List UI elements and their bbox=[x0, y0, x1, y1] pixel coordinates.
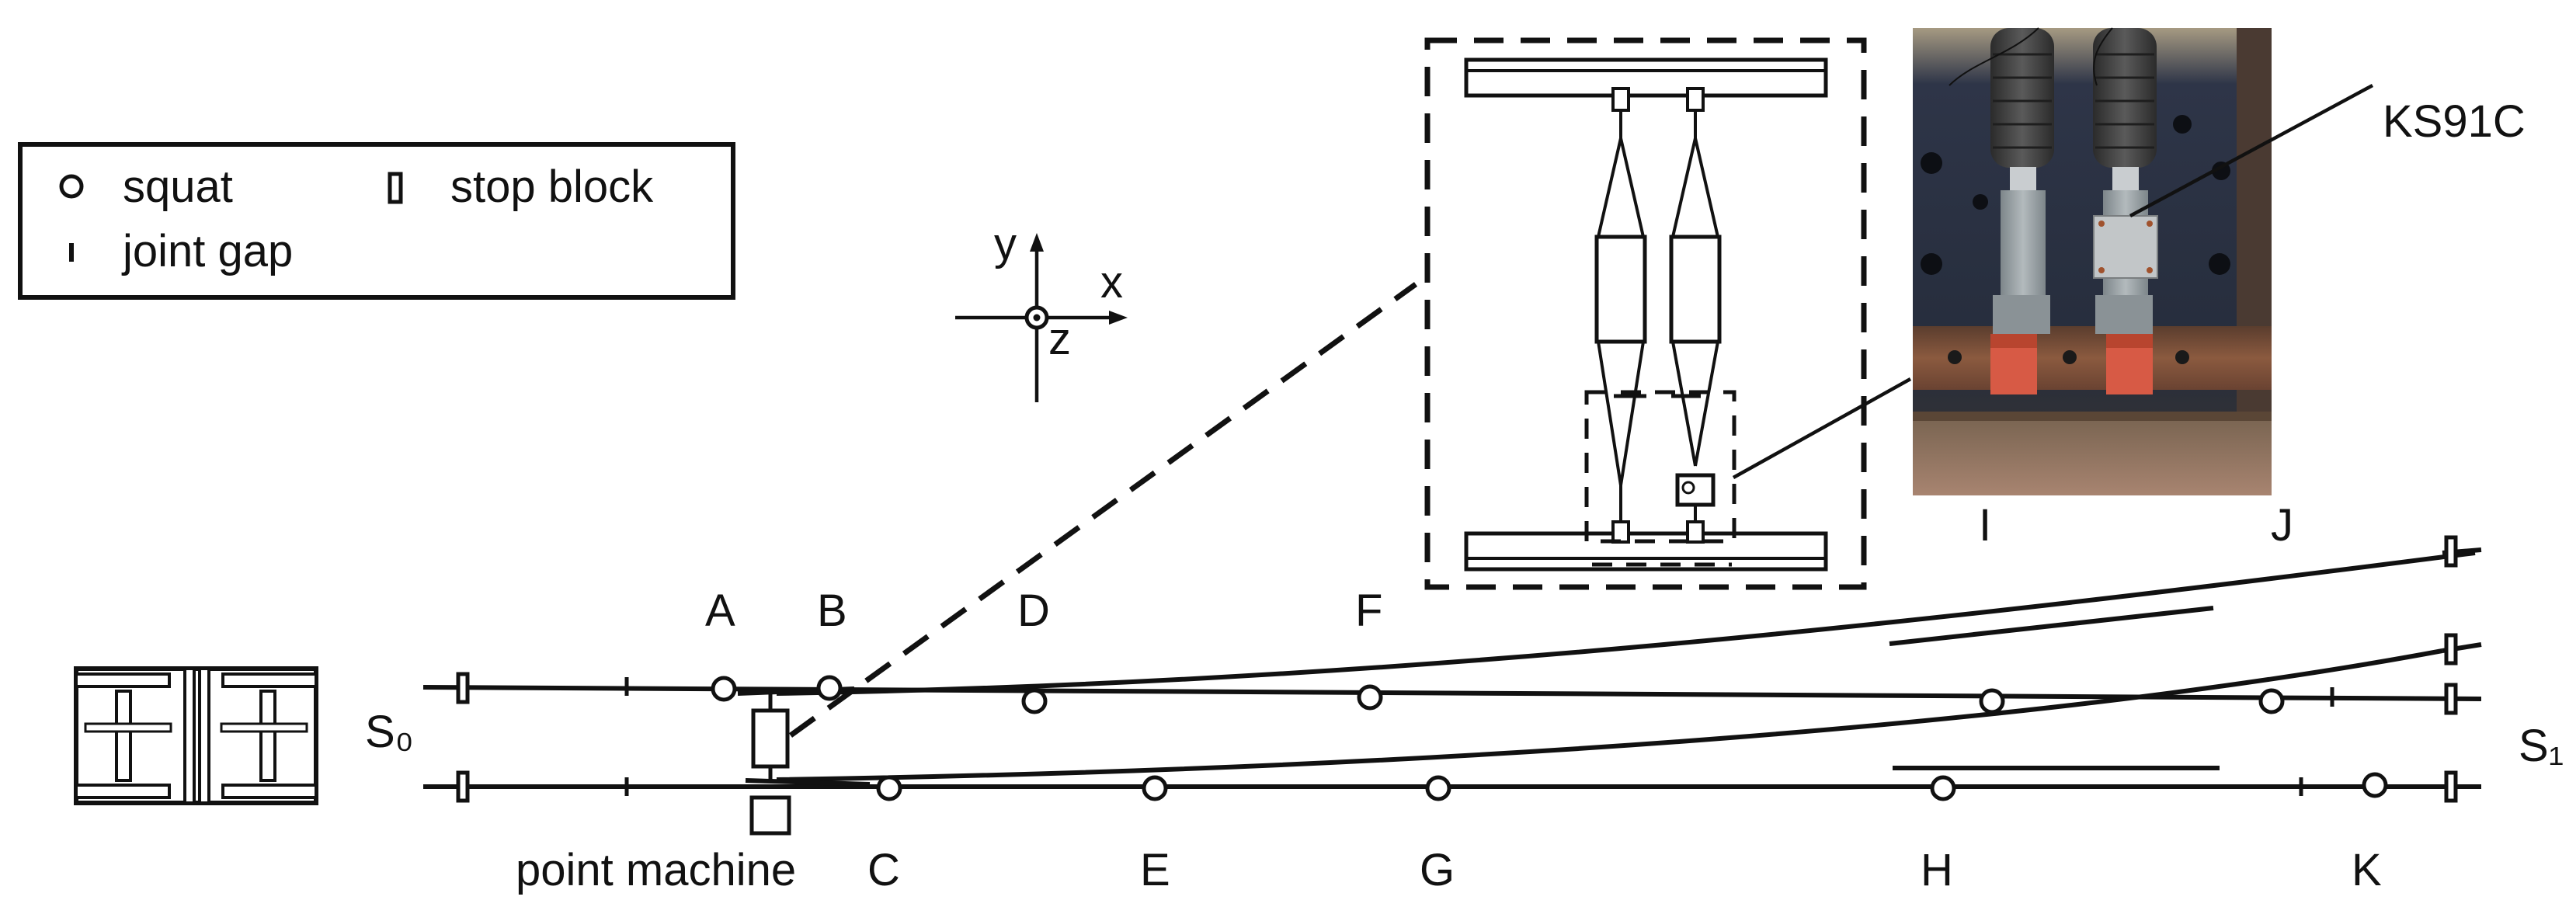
label-d: D bbox=[1017, 586, 1050, 636]
z-dot-icon bbox=[1033, 314, 1041, 321]
point-machine-box bbox=[749, 795, 791, 836]
legend-stop-block-label: stop block bbox=[450, 162, 654, 212]
legend-joint-gap-label: joint gap bbox=[121, 226, 293, 276]
squat-icon bbox=[1021, 688, 1048, 714]
axis-x-label: x bbox=[1100, 257, 1123, 308]
photo-rail-beam bbox=[1913, 326, 2272, 390]
photo-connector bbox=[1732, 377, 1912, 479]
sensor-leader-line bbox=[2129, 84, 2374, 217]
track-end-label: S₁ bbox=[2519, 721, 2564, 771]
label-a: A bbox=[705, 586, 735, 636]
inset-top-rail bbox=[1464, 57, 1828, 98]
stop-blocks bbox=[456, 535, 2458, 803]
squat-icon bbox=[1142, 775, 1168, 801]
squat-icon bbox=[2258, 688, 2285, 714]
label-j: J bbox=[2271, 500, 2293, 551]
axis-y-label: y bbox=[994, 219, 1017, 269]
point-machine bbox=[749, 693, 791, 836]
legend-squat-label: squat bbox=[123, 162, 233, 212]
diverging-rail-lower bbox=[776, 648, 2443, 782]
inset-left-rod bbox=[1594, 235, 1647, 344]
squat-icon bbox=[1930, 775, 1956, 801]
tracks bbox=[422, 547, 2482, 789]
label-g: G bbox=[1420, 845, 1455, 895]
label-i: I bbox=[1979, 500, 1991, 551]
label-e: E bbox=[1140, 845, 1170, 895]
label-h: H bbox=[1921, 845, 1953, 895]
point-labels: A B C D E F G H I J K point machine S₀ S… bbox=[365, 500, 2564, 895]
squat-icon bbox=[2362, 772, 2388, 798]
zoom-connector bbox=[788, 282, 1418, 738]
inset-right-rod bbox=[1669, 235, 1722, 344]
legend-box bbox=[18, 142, 735, 300]
stop-block-icon bbox=[2444, 535, 2458, 568]
squat-icon bbox=[1425, 775, 1451, 801]
label-f: F bbox=[1355, 586, 1382, 636]
stop-block-icon bbox=[456, 770, 470, 803]
axis-z-label: z bbox=[1048, 314, 1071, 364]
inset-detail-frame bbox=[1584, 390, 1736, 544]
stop-block-icon bbox=[456, 672, 470, 704]
zoom-inset bbox=[1424, 37, 1867, 590]
diverging-rail-upper bbox=[776, 551, 2476, 696]
joint-gaps bbox=[624, 677, 2334, 796]
label-k: K bbox=[2352, 845, 2382, 895]
track-start-label: S₀ bbox=[365, 707, 414, 757]
sensor-label: KS91C bbox=[2383, 96, 2526, 147]
switch-blade-lower bbox=[745, 778, 871, 787]
point-machine-body bbox=[751, 708, 790, 769]
axes-symbol: y x z bbox=[955, 219, 1128, 402]
squats bbox=[711, 675, 2388, 801]
stop-block-icon bbox=[2444, 633, 2458, 666]
check-rail-upper bbox=[1889, 606, 2214, 646]
legend: squat stop block joint gap bbox=[18, 142, 735, 300]
label-b: B bbox=[817, 586, 847, 636]
squat-icon bbox=[711, 676, 737, 702]
photo-left-boot bbox=[1990, 28, 2054, 168]
point-machine-label: point machine bbox=[516, 845, 796, 895]
sensor-photo bbox=[1913, 27, 2272, 495]
squat-icon bbox=[1979, 688, 2005, 714]
zoom-inset-frame bbox=[1424, 37, 1867, 590]
photo-sensor-icon bbox=[2093, 215, 2158, 279]
stop-block-icon bbox=[388, 172, 403, 204]
train-icon bbox=[74, 666, 318, 805]
squat-icon bbox=[1357, 684, 1383, 711]
y-arrow-icon bbox=[1030, 233, 1044, 252]
squat-icon bbox=[59, 174, 84, 199]
squat-icon bbox=[816, 675, 843, 701]
photo-right-boot bbox=[2093, 28, 2157, 168]
photo-left-rod bbox=[2001, 190, 2046, 295]
stop-block-icon bbox=[2444, 770, 2458, 803]
squat-icon bbox=[876, 775, 902, 801]
x-arrow-icon bbox=[1109, 311, 1128, 325]
label-c: C bbox=[867, 845, 900, 895]
stop-block-icon bbox=[2444, 683, 2458, 715]
